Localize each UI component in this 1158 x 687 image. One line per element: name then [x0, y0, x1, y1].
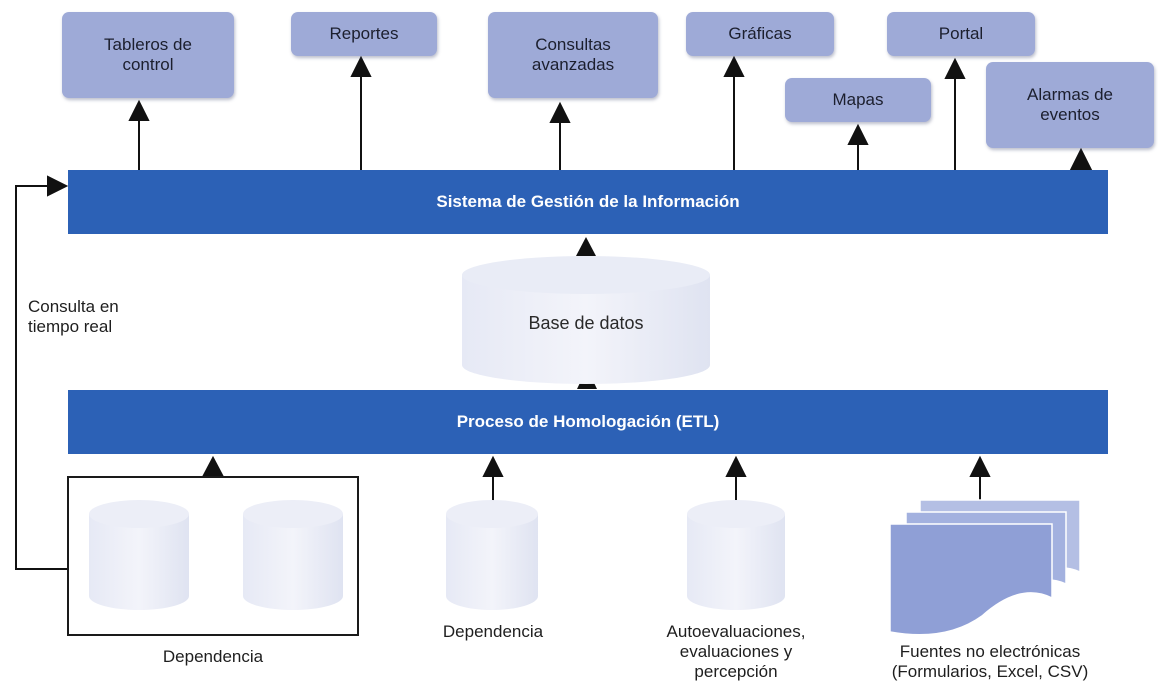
tableros-de-control-box: Tableros de control: [62, 12, 234, 98]
source-cylinder-2: [243, 500, 343, 610]
autoevaluaciones-label: Autoevaluaciones, evaluaciones y percepc…: [666, 622, 806, 681]
graficas-box: Gráficas: [686, 12, 834, 56]
dependencia-label: Dependencia: [442, 622, 544, 641]
realtime-query-label: Consulta en tiempo real: [28, 297, 119, 336]
etl-process-bar: Proceso de Homologación (ETL): [68, 390, 1108, 454]
dependencia-group-label: Dependencia: [162, 647, 264, 666]
reportes-box: Reportes: [291, 12, 437, 56]
fuentes-no-electronicas-label: Fuentes no electrónicas (Formularios, Ex…: [891, 642, 1089, 681]
documents-stack-icon: [889, 499, 1081, 636]
database-cylinder: [462, 256, 710, 384]
consultas-avanzadas-box: Consultas avanzadas: [488, 12, 658, 98]
alarmas-de-eventos-box: Alarmas de eventos: [986, 62, 1154, 148]
portal-box: Portal: [887, 12, 1035, 56]
dependencia-group-frame: [67, 476, 359, 636]
source-cylinder-4: [687, 500, 785, 610]
sistema-gestion-bar: Sistema de Gestión de la Información: [68, 170, 1108, 234]
source-cylinder-3: [446, 500, 538, 610]
output-connectors: [128, 55, 1093, 171]
database-label: Base de datos: [528, 313, 644, 333]
realtime-query-connector: [15, 175, 69, 570]
source-cylinder-1: [89, 500, 189, 610]
mapas-box: Mapas: [785, 78, 931, 122]
